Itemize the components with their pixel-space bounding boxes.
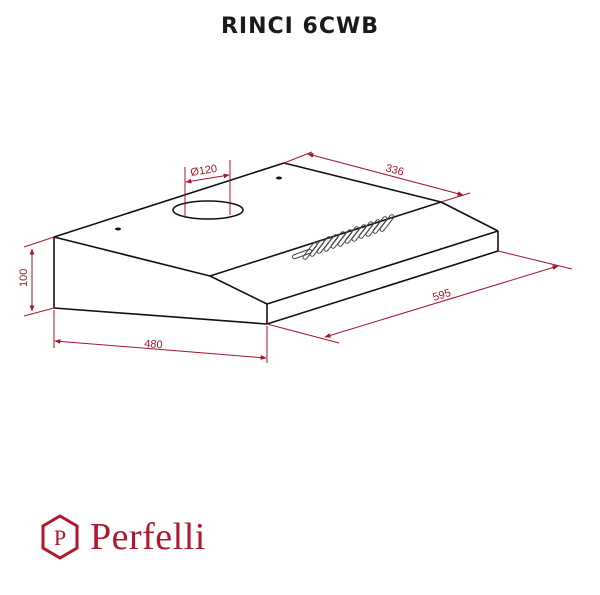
dim-height: 100	[18, 269, 30, 287]
dim-top-depth: 336	[384, 162, 405, 178]
vent-slots	[291, 214, 395, 260]
hexagon-p-logo-icon: P	[41, 514, 79, 560]
dim-duct-diameter: Ø120	[190, 163, 218, 179]
mount-hole-right	[276, 176, 282, 180]
brand-logo: P Perfelli	[40, 512, 206, 562]
dim-width: 595	[431, 287, 452, 304]
svg-text:P: P	[54, 525, 66, 550]
brand-name: Perfelli	[90, 516, 206, 558]
dim-depth: 480	[144, 338, 163, 351]
product-title: RINCI 6CWB	[220, 14, 380, 39]
mount-hole-left	[115, 227, 121, 231]
duct-opening	[172, 200, 244, 220]
